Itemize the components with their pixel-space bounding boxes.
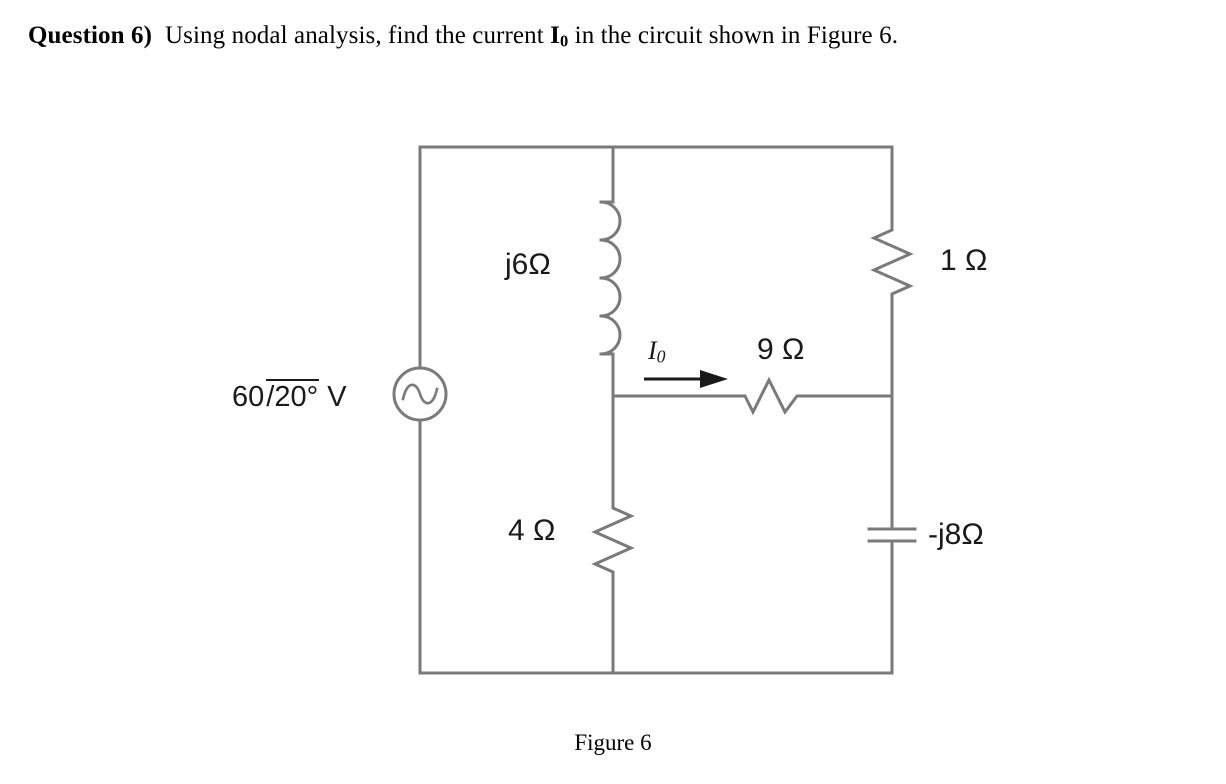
source-unit: V [327, 381, 347, 413]
inductor-coil-2 [599, 238, 622, 280]
label-voltage-source: 60/20° V [232, 379, 347, 414]
question-text-before: Using nodal analysis, find the current [165, 22, 551, 49]
ac-source-circle [392, 366, 448, 422]
source-angle-symbol: / [266, 381, 275, 413]
inductor-coil-4 [599, 314, 622, 356]
question-text-after: in the circuit shown in Figure 6. [568, 22, 899, 49]
label-inductor-j6: j6Ω [505, 248, 551, 281]
question-label: Question 6) [28, 22, 153, 49]
label-current-io: I0 [648, 336, 666, 368]
label-resistor-1: 1 Ω [940, 244, 988, 277]
question-current-subscript: 0 [559, 31, 569, 51]
resistor-9-zigzag [735, 376, 807, 416]
current-io-arrow [644, 370, 728, 388]
source-angle-group: /20° [266, 379, 320, 413]
label-resistor-4: 4 Ω [508, 514, 556, 547]
ac-source-sine-icon [401, 383, 439, 405]
question-current-letter: I [550, 22, 560, 49]
inductor-coil-3 [599, 276, 622, 318]
question-current-symbol: I0 [550, 22, 569, 51]
resistor-1-zigzag [870, 220, 914, 304]
inductor-coil-1 [599, 200, 622, 242]
figure-caption: Figure 6 [574, 730, 652, 755]
label-current-io-letter: I [648, 336, 657, 365]
label-capacitor-j8: -j8Ω [928, 518, 984, 551]
source-angle-value: 20° [274, 381, 319, 413]
resistor-4-zigzag [591, 498, 635, 582]
label-current-io-subscript: 0 [656, 346, 666, 367]
source-magnitude: 60 [232, 381, 265, 413]
label-resistor-9: 9 Ω [757, 333, 805, 366]
question-statement: Question 6) Using nodal analysis, find th… [28, 22, 898, 52]
